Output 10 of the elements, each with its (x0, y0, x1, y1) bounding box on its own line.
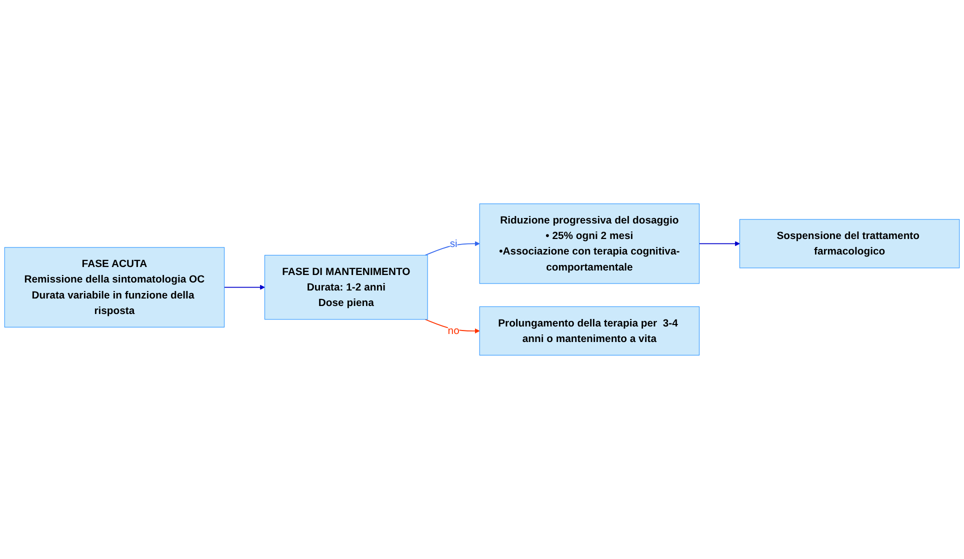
node-box: Prolungamento della terapia per 3-4 anni o mantenimento a vita (479, 306, 700, 356)
node-box: Riduzione progressiva del dosaggio • 25% ogni 2 mesi •Associazione con terapia cognitiva-comportamentale (479, 203, 700, 284)
arrow (698, 241, 740, 246)
arrow (224, 284, 265, 290)
edge-label: si (450, 238, 458, 250)
edge-label: no (448, 324, 460, 336)
arrow (424, 241, 480, 256)
node-box: Sospensione del trattamento farmacologico (739, 219, 960, 268)
node-box: FASE ACUTA Remissione della sintomatologia OC Durata variabile in funzione della risposta (4, 247, 225, 328)
node-box: FASE DI MANTENIMENTO Durata: 1-2 anni Dose piena (264, 254, 428, 320)
